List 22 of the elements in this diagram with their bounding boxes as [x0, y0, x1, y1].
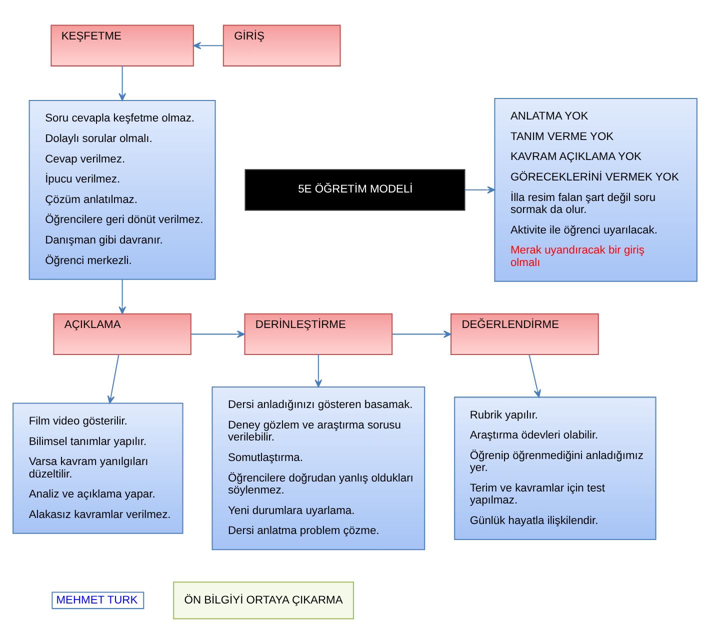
node-box: AÇIKLAMA	[52, 313, 191, 356]
node-box: DERİNLEŞTİRME	[244, 313, 392, 356]
arrow	[190, 330, 244, 338]
node-box: DEĞERLENDİRME	[450, 313, 598, 356]
node-box: Dersi anladığınızı gösteren basamak. Deney gözlem ve araştırma sorusu verilebilir. Somutlaştırma. Öğrencilere doğrudan yanlış oldukları söylenmez. Yeni durumlara uyarlama. Dersi anlatma problem çözme.	[211, 386, 425, 550]
node-box: MEHMET TURK	[51, 592, 144, 610]
arrow	[192, 42, 223, 50]
node-box: Rubrik yapılır. Araştırma ödevleri olabilir. Öğrenip öğrenmediğini anladığımız yer. Terim ve kavramlar için test yapılmaz. Günlük hayatla ilişkilendir.	[454, 396, 656, 540]
arrow	[464, 186, 495, 194]
arrow	[314, 354, 322, 388]
arrow	[392, 330, 451, 338]
node-box: ÖN BİLGİYİ ORTAYA ÇIKARMA	[172, 582, 354, 620]
node-box: ANLATMA YOK TANIM VERME YOK KAVRAM AÇIKLAMA YOK GÖRECEKLERİNİ VERMEK YOK İlla resim falan şart değil soru sormak da olur. Aktivite ile öğrenci uyarılacak. Merak uyandıracak bir giriş olmalı	[494, 98, 697, 282]
arrow	[106, 354, 119, 404]
node-box: KEŞFETME	[50, 24, 194, 66]
arrow	[118, 279, 126, 314]
arrow	[118, 66, 126, 101]
node-box: GİRİŞ	[222, 24, 340, 66]
node-box: Soru cevapla keşfetme olmaz. Dolaylı sorular olmalı. Cevap verilmez. İpucu verilmez. Çözüm anlatılmaz. Öğrencilere geri dönüt verilmez. Danışman gibi davranır. Öğrenci merkezli.	[28, 100, 216, 280]
arrow	[528, 354, 540, 398]
node-box: Film video gösterilir. Bilimsel tanımlar yapılır. Varsa kavram yanılgıları düzeltilir. Analiz ve açıklama yapar. Alakasız kavramlar verilmez.	[12, 402, 183, 534]
node-box: 5E ÖĞRETİM MODELİ	[244, 169, 465, 211]
